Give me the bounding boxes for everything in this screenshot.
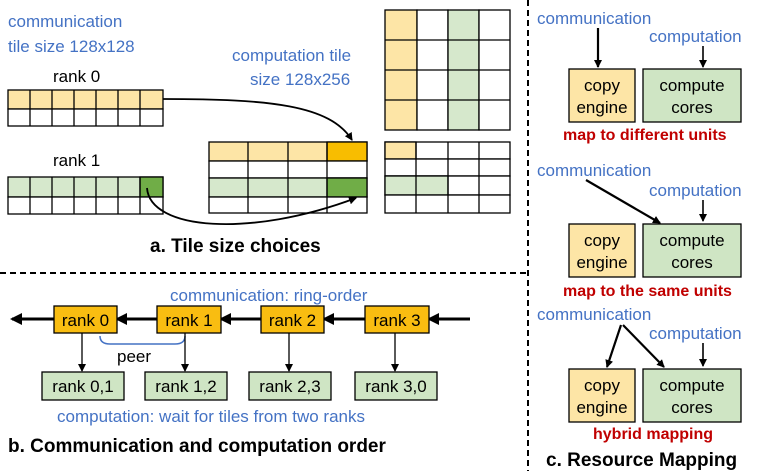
comp-note-label: computation: wait for tiles from two ran… <box>57 407 365 426</box>
svg-text:cores: cores <box>671 253 713 272</box>
tile-grid-bottom <box>384 141 511 214</box>
arrow-rank1-to-combined <box>146 187 357 226</box>
c3-label: hybrid mapping <box>593 426 713 443</box>
comm-order-label: communication: ring-order <box>170 286 368 305</box>
svg-text:cores: cores <box>671 98 713 117</box>
pair-box-1: rank 1,2 <box>144 371 228 401</box>
svg-text:rank 2: rank 2 <box>269 311 316 330</box>
svg-text:rank 0,1: rank 0,1 <box>52 377 113 396</box>
svg-text:rank 1: rank 1 <box>165 311 212 330</box>
comm-tile-label-2: tile size 128x128 <box>8 37 135 56</box>
c2-compute-cores-box: compute cores <box>642 223 742 278</box>
svg-text:compute: compute <box>659 376 724 395</box>
c1-copy-engine-box: copy engine <box>568 68 636 123</box>
panel-b: communication: ring-order rank 0 rank 1 … <box>8 286 470 457</box>
panel-c-caption: c. Resource Mapping <box>546 450 737 471</box>
svg-text:cores: cores <box>671 398 713 417</box>
rank1-label: rank 1 <box>53 151 100 170</box>
c2-arrow-comm <box>585 179 661 224</box>
c1-computation: computation <box>649 27 742 46</box>
panel-b-caption: b. Communication and computation order <box>8 436 387 457</box>
rank0-grid <box>7 89 164 127</box>
rank-box-3: rank 3 <box>364 305 430 334</box>
c1-communication: communication <box>537 9 651 28</box>
pair-box-0: rank 0,1 <box>41 371 125 401</box>
svg-text:engine: engine <box>576 98 627 117</box>
c2-label: map to the same units <box>563 283 732 300</box>
combined-grid <box>208 141 368 214</box>
c3-compute-cores-box: compute cores <box>642 368 742 423</box>
svg-text:rank 3: rank 3 <box>373 311 420 330</box>
c3-arrow-comm-right <box>622 324 665 368</box>
c3-communication: communication <box>537 305 651 324</box>
svg-text:copy: copy <box>584 231 620 250</box>
rank-box-1: rank 1 <box>156 305 222 334</box>
c2-communication: communication <box>537 161 651 180</box>
peer-bracket <box>99 335 186 345</box>
rank-box-0: rank 0 <box>53 305 118 334</box>
svg-text:copy: copy <box>584 376 620 395</box>
c3-copy-engine-box: copy engine <box>568 368 636 423</box>
panel-a: communication tile size 128x128 computat… <box>7 9 511 257</box>
svg-text:rank 1,2: rank 1,2 <box>155 377 216 396</box>
c1-compute-cores-box: compute cores <box>642 68 742 123</box>
comm-tile-label-1: communication <box>8 12 122 31</box>
svg-text:rank 3,0: rank 3,0 <box>365 377 426 396</box>
c3-computation: computation <box>649 324 742 343</box>
svg-text:rank 2,3: rank 2,3 <box>259 377 320 396</box>
rank0-label: rank 0 <box>53 67 100 86</box>
c3-arrow-comm-left <box>605 324 623 368</box>
arrow-rank0-to-combined <box>162 98 353 141</box>
svg-text:copy: copy <box>584 76 620 95</box>
rank-box-2: rank 2 <box>260 305 325 334</box>
svg-text:compute: compute <box>659 76 724 95</box>
comp-tile-label-2: size 128x256 <box>250 70 350 89</box>
c2-computation: computation <box>649 181 742 200</box>
svg-text:compute: compute <box>659 231 724 250</box>
c1-label: map to different units <box>563 127 727 144</box>
panel-a-caption: a. Tile size choices <box>150 236 321 257</box>
svg-text:engine: engine <box>576 253 627 272</box>
svg-text:rank 0: rank 0 <box>62 311 109 330</box>
pair-box-2: rank 2,3 <box>248 371 332 401</box>
panel-c: communication computation copy engine co… <box>537 9 742 471</box>
pair-box-3: rank 3,0 <box>354 371 438 401</box>
peer-label: peer <box>117 347 151 366</box>
rank1-grid <box>7 176 164 215</box>
comp-tile-label-1: computation tile <box>232 46 351 65</box>
svg-text:engine: engine <box>576 398 627 417</box>
c2-copy-engine-box: copy engine <box>568 223 636 278</box>
tile-grid-top <box>384 9 511 131</box>
